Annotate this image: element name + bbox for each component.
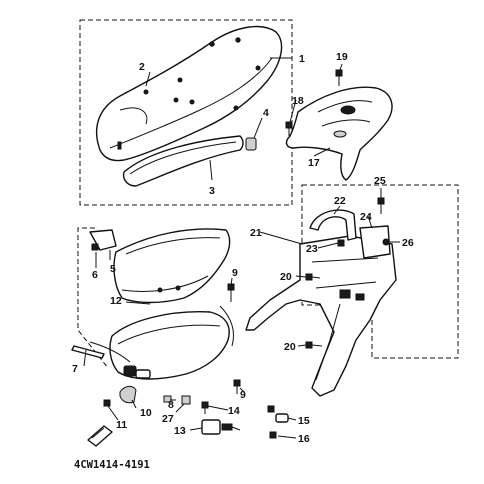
leader-lines bbox=[83, 57, 400, 439]
seat-group-box bbox=[79, 19, 293, 206]
callout-23: 23 bbox=[306, 243, 318, 255]
bolt-25 bbox=[377, 197, 385, 214]
latch-bracket bbox=[119, 385, 137, 404]
callout-6: 6 bbox=[92, 269, 98, 281]
storage-group-box bbox=[77, 227, 109, 369]
seat-gasket bbox=[122, 135, 244, 187]
callout-3: 3 bbox=[209, 185, 215, 197]
callout-8: 8 bbox=[168, 399, 174, 411]
screw-23 bbox=[337, 239, 345, 247]
callout-15: 15 bbox=[298, 415, 310, 427]
callout-21: 21 bbox=[250, 227, 262, 239]
plate-24 bbox=[359, 225, 391, 259]
bolt-14 bbox=[201, 401, 209, 414]
callout-20b: 20 bbox=[284, 341, 296, 353]
cable-lock-13 bbox=[201, 419, 241, 435]
callout-19: 19 bbox=[336, 51, 348, 63]
callout-9a: 9 bbox=[232, 267, 238, 279]
callout-14: 14 bbox=[228, 405, 240, 417]
seat bbox=[96, 25, 283, 162]
callout-12: 12 bbox=[110, 295, 122, 307]
key-tag bbox=[87, 425, 113, 447]
callout-17: 17 bbox=[308, 157, 320, 169]
bolt-9-upper bbox=[227, 283, 235, 302]
rack-group-box bbox=[301, 184, 459, 359]
callout-25: 25 bbox=[374, 175, 386, 187]
callout-16: 16 bbox=[298, 433, 310, 445]
screw-11 bbox=[103, 399, 111, 407]
callout-4: 4 bbox=[263, 107, 269, 119]
storage-box bbox=[113, 228, 231, 304]
callout-26: 26 bbox=[402, 237, 414, 249]
callout-2: 2 bbox=[139, 61, 145, 73]
callout-10: 10 bbox=[140, 407, 152, 419]
grab-handle bbox=[309, 209, 357, 241]
rod-7 bbox=[71, 345, 105, 359]
bolt-18 bbox=[285, 121, 293, 136]
callout-24: 24 bbox=[360, 211, 372, 223]
under-seat-bin bbox=[89, 305, 234, 380]
screw-16 bbox=[269, 431, 277, 439]
bolt-20-lower bbox=[305, 341, 323, 349]
latch-cluster bbox=[123, 365, 151, 379]
callout-11: 11 bbox=[116, 419, 127, 431]
nut-8 bbox=[163, 395, 172, 403]
callout-5: 5 bbox=[110, 263, 116, 275]
drawing-code: 4CW1414-4191 bbox=[74, 459, 150, 471]
clip-15 bbox=[267, 405, 289, 423]
tail-cover bbox=[285, 86, 393, 181]
collar bbox=[245, 137, 257, 151]
callout-1: 1 bbox=[299, 53, 305, 65]
part-27 bbox=[181, 395, 191, 405]
bolt-9-lower bbox=[233, 379, 241, 394]
screw-6 bbox=[91, 243, 99, 251]
nut-26 bbox=[382, 238, 390, 246]
callout-9b: 9 bbox=[240, 389, 246, 401]
callout-18: 18 bbox=[292, 95, 304, 107]
bolt-19 bbox=[335, 69, 343, 86]
callout-13: 13 bbox=[174, 425, 186, 437]
callout-27: 27 bbox=[162, 413, 174, 425]
callout-20a: 20 bbox=[280, 271, 292, 283]
callout-7: 7 bbox=[72, 363, 78, 375]
callout-22: 22 bbox=[334, 195, 346, 207]
rear-carrier bbox=[245, 235, 397, 397]
callout-numbers: 1 2 3 4 5 6 7 8 9 9 10 11 12 13 14 15 16… bbox=[72, 51, 414, 445]
